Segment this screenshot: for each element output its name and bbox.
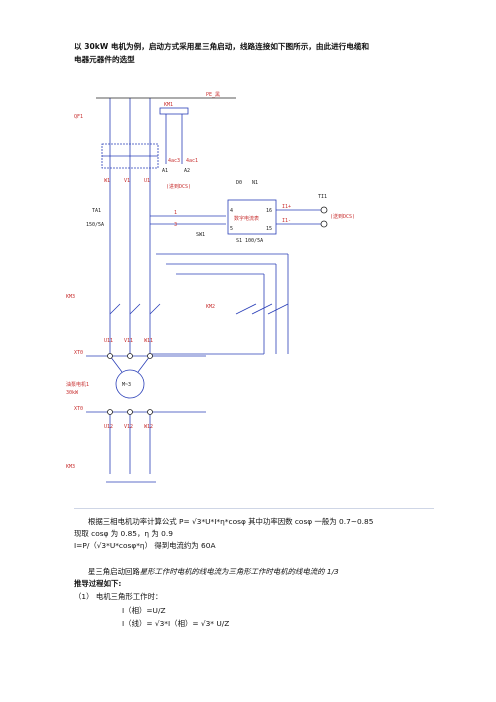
label-qf1: QF1	[74, 114, 83, 120]
separator	[74, 508, 434, 509]
label-ta1: TA1	[92, 208, 101, 214]
heading-line-1: 以 30kW 电机为例，启动方式采用星三角启动，线路连接如下图所示，由此进行电缆…	[74, 42, 370, 51]
label-sw1: SW1	[196, 232, 205, 238]
label-v11: V11	[124, 338, 133, 344]
derivation-line-current: I（线）= √3*I（相）= √3* U/Z	[122, 619, 230, 628]
label-terminal-15: 15	[266, 226, 272, 232]
paragraph-formula: 根据三相电机功率计算公式 P= √3*U*I*η*cosφ 其中功率因数 cos…	[88, 517, 374, 526]
label-i1-plus: I1+	[282, 204, 291, 210]
label-note-dcs-in: (进到DCS)	[166, 183, 191, 190]
label-a2: A2	[184, 168, 190, 174]
label-pe: PE_黑	[206, 92, 220, 98]
label-u1: U1	[144, 178, 150, 184]
label-terminal-3: 3	[174, 222, 177, 228]
label-meter: 数字电流表	[234, 215, 259, 222]
label-motor-m: M~3	[122, 382, 131, 388]
label-km2: KM2	[206, 304, 215, 310]
paragraph-current: I=P/（√3*U*cosφ*η） 得到电流约为 60A	[74, 541, 216, 550]
label-u12: U12	[104, 424, 113, 430]
label-w1: W1	[104, 178, 110, 184]
label-motor-power: 30kW	[66, 390, 79, 396]
label-terminal-16: 16	[266, 208, 272, 214]
label-km3: KM3	[66, 294, 75, 300]
derivation-title: 推导过程如下:	[74, 579, 122, 588]
label-xt0-bottom: XT0	[74, 406, 83, 412]
label-n1: N1	[252, 180, 258, 186]
derivation-step-1: （1） 电机三角形工作时：	[74, 592, 163, 601]
label-terminal-5: 5	[230, 226, 233, 232]
label-terminal-1: 1	[174, 210, 177, 216]
label-ti1: TI1	[318, 194, 327, 200]
label-w12: W12	[144, 424, 153, 430]
label-u11: U11	[104, 338, 113, 344]
paragraph-star-delta-lead: 星三角启动回路	[88, 567, 140, 576]
label-km1: KM1	[164, 102, 173, 108]
star-delta-wiring-diagram: PE_黑 QF1 KM1 4ac3 4ac1 A1 A2 (进到DCS) W1 …	[66, 92, 355, 483]
document-heading: 以 30kW 电机为例，启动方式采用星三角启动，线路连接如下图所示，由此进行电缆…	[74, 40, 434, 66]
label-w11: W11	[144, 338, 153, 344]
paragraph-star-delta: 星三角启动回路星形工作时电机的线电流为三角形工作时电机的线电流的 1/3	[88, 566, 339, 577]
paragraph-star-delta-italic: 星形工作时电机的线电流为三角形工作时电机的线电流的 1/3	[139, 567, 339, 576]
label-ratio: 150/5A	[86, 222, 104, 228]
heading-line-2: 电器元器件的选型	[74, 55, 135, 64]
label-aux1: 4ac3	[168, 158, 180, 164]
label-d0: D0	[236, 180, 242, 186]
label-motor-name: 油泵电机1	[66, 381, 89, 388]
label-a1: A1	[162, 168, 168, 174]
label-i1-minus: I1-	[282, 218, 291, 224]
label-model: S1 100/5A	[236, 238, 263, 244]
label-v12: V12	[124, 424, 133, 430]
derivation-phase-current: I（相）=U/Z	[122, 606, 166, 615]
label-note-dcs-out: (送到DCS)	[330, 213, 355, 220]
paragraph-params: 现取 cosφ 为 0.85，η 为 0.9	[74, 529, 173, 538]
label-km3-bottom: KM3	[66, 464, 75, 470]
label-aux2: 4ac1	[186, 158, 198, 164]
label-v1: V1	[124, 178, 130, 184]
label-xt0-top: XT0	[74, 350, 83, 356]
label-terminal-4: 4	[230, 208, 233, 214]
